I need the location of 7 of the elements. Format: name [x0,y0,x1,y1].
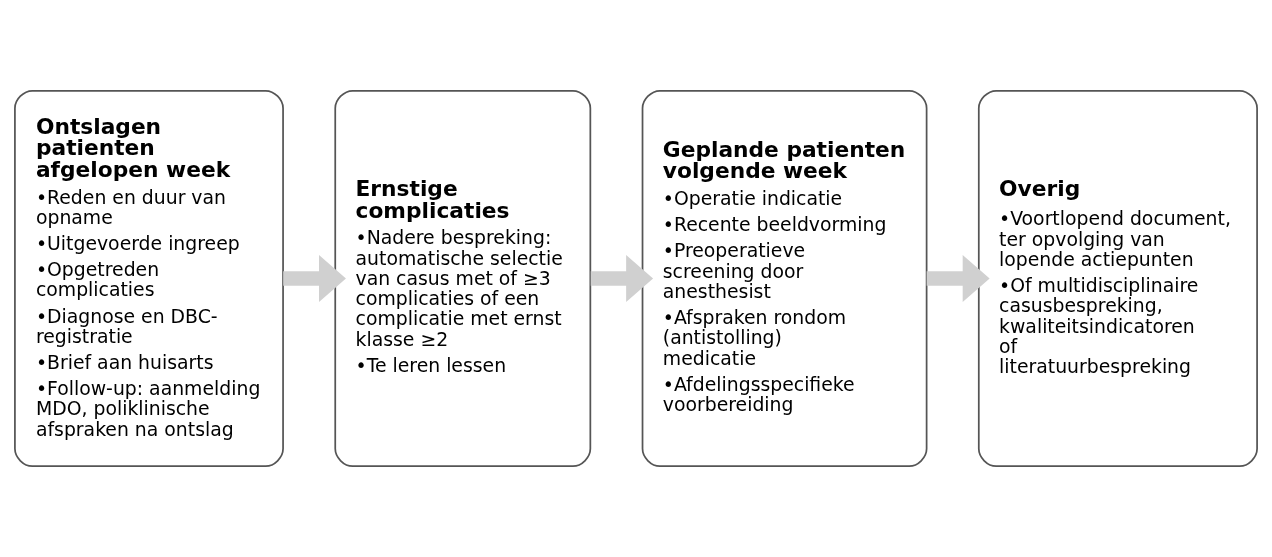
node-box: Ontslagen patienten afgelopen week •Reden en duur van opname •Uitgevoerde ingreep •Opgetreden complicaties •Diagnose en DBC-registratie •Brief aan huisarts •Follow-up: aanmelding MDO, poliklinische afspraken na ontslag [14,89,284,468]
node-box: Overig •Voortlopend document, ter opvolging van lopende actiepunten •Of multidisciplinaire casusbespreking, kwaliteitsindicatoren of literatuurbespreking [977,89,1258,468]
arrow [590,254,654,303]
arrow [926,254,990,303]
arrow [283,254,346,303]
node-box: Geplande patienten volgende week •Operatie indicatie •Recente beeldvorming •Preoperatieve screening door anesthesist •Afspraken rondom (antistolling) medicatie •Afdelingsspecifieke voorbereiding [641,89,928,468]
node-box: Ernstige complicaties •Nadere bespreking: automatische selectie van casus met of ≥3 complicaties of een complicatie met ernst klasse ≥2 •Te leren lessen [334,89,592,468]
